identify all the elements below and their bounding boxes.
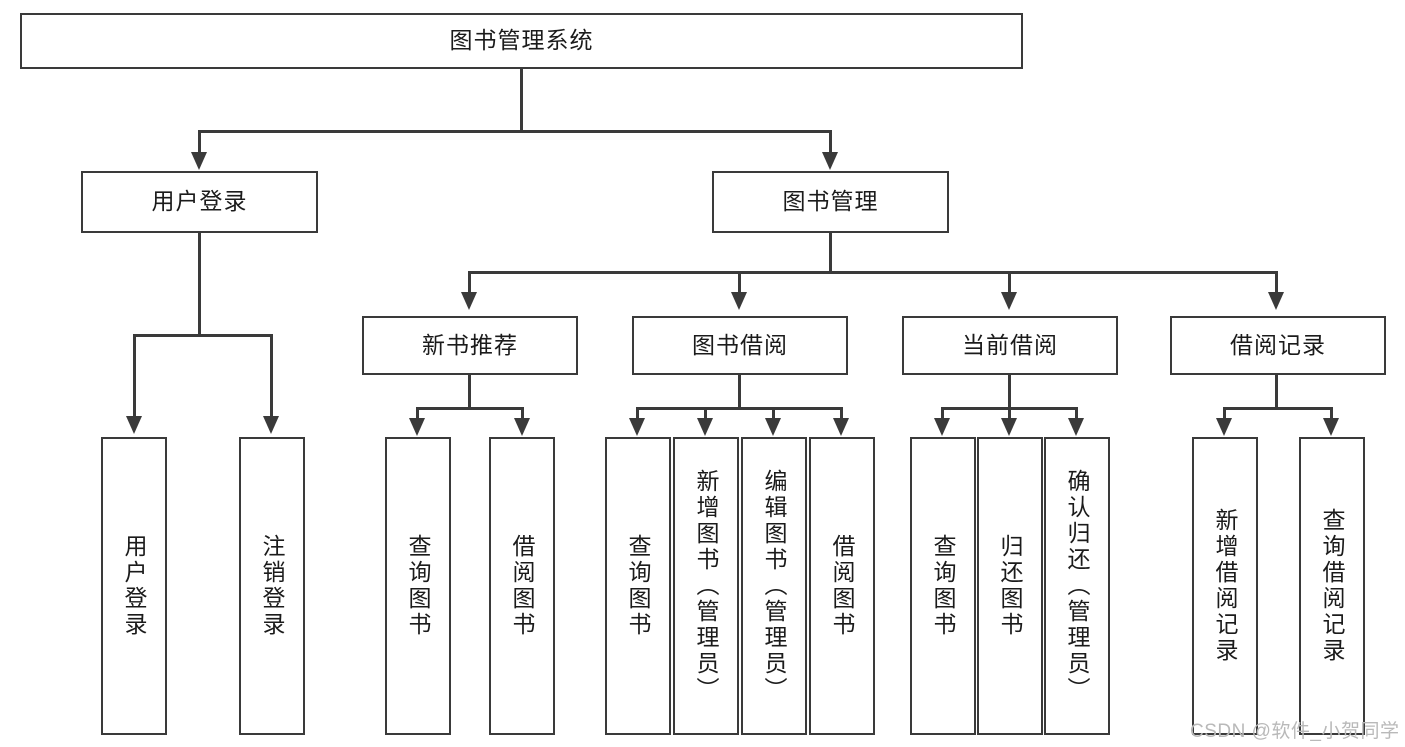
node-leaf-borrow-book-bb[interactable]: 借阅图书 — [809, 437, 875, 735]
node-leaf-query-borrow-record[interactable]: 查询借阅记录 — [1299, 437, 1365, 735]
edge-user-login-bar — [133, 334, 273, 337]
edge-cb-to-leaf-1 — [941, 407, 944, 421]
node-leaf-confirm-return-admin[interactable]: 确认归还（管理员） — [1044, 437, 1110, 735]
arrow-bb-to-leaf-3 — [765, 418, 781, 436]
edge-br-to-leaf-2 — [1330, 407, 1333, 421]
node-current-borrow[interactable]: 当前借阅 — [902, 316, 1118, 375]
arrow-cb-to-leaf-3 — [1068, 418, 1084, 436]
edge-bm-to-current-borrow — [1008, 271, 1011, 295]
arrow-bm-to-book-borrow — [731, 292, 747, 310]
node-book-management[interactable]: 图书管理 — [712, 171, 949, 233]
node-label: 用户登录 — [151, 188, 248, 215]
edge-bb-to-leaf-1 — [636, 407, 639, 421]
node-label: 当前借阅 — [962, 331, 1058, 358]
node-leaf-add-borrow-record[interactable]: 新增借阅记录 — [1192, 437, 1258, 735]
node-label: 新书推荐 — [422, 331, 518, 358]
node-leaf-logout[interactable]: 注销登录 — [239, 437, 305, 735]
edge-bb-trunk — [738, 375, 741, 409]
edge-cb-to-leaf-2 — [1008, 407, 1011, 421]
node-label: 注销登录 — [259, 534, 285, 638]
arrow-cb-to-leaf-2 — [1001, 418, 1017, 436]
edge-br-bar — [1223, 407, 1333, 410]
node-new-book-recommend[interactable]: 新书推荐 — [362, 316, 578, 375]
csdn-watermark: CSDN @软件_小贺同学 — [1190, 721, 1400, 742]
arrow-bm-to-current-borrow — [1001, 292, 1017, 310]
node-leaf-query-book-cb[interactable]: 查询图书 — [910, 437, 976, 735]
edge-bm-to-borrow-record — [1275, 271, 1278, 295]
node-leaf-query-book-bb[interactable]: 查询图书 — [605, 437, 671, 735]
edge-br-to-leaf-1 — [1223, 407, 1226, 421]
node-label: 确认归还（管理员） — [1064, 469, 1090, 703]
edge-nbr-to-leaf-2 — [521, 407, 524, 421]
arrow-bb-to-leaf-2 — [697, 418, 713, 436]
edge-book-management-trunk — [829, 233, 832, 273]
edge-user-login-trunk — [198, 233, 201, 336]
node-leaf-return-book[interactable]: 归还图书 — [977, 437, 1043, 735]
arrow-br-to-leaf-1 — [1216, 418, 1232, 436]
node-leaf-user-login[interactable]: 用户登录 — [101, 437, 167, 735]
node-label: 查询借阅记录 — [1319, 508, 1345, 664]
arrow-user-login-to-leaf-2 — [263, 416, 279, 434]
node-root-book-management-system[interactable]: 图书管理系统 — [20, 13, 1023, 69]
edge-root-trunk — [520, 69, 523, 132]
node-leaf-edit-book-admin[interactable]: 编辑图书（管理员） — [741, 437, 807, 735]
node-label: 借阅图书 — [829, 534, 855, 638]
arrow-bm-to-borrow-record — [1268, 292, 1284, 310]
edge-bm-to-new-book — [468, 271, 471, 295]
node-label: 新增图书（管理员） — [693, 469, 719, 703]
node-label: 查询图书 — [625, 534, 651, 638]
edge-nbr-bar — [416, 407, 524, 410]
edge-user-login-to-leaf-1 — [133, 334, 136, 420]
arrow-root-to-book-management — [822, 152, 838, 170]
edge-cb-trunk — [1008, 375, 1011, 409]
node-leaf-borrow-book-nbr[interactable]: 借阅图书 — [489, 437, 555, 735]
edge-bb-to-leaf-2 — [704, 407, 707, 421]
arrow-br-to-leaf-2 — [1323, 418, 1339, 436]
edge-bb-to-leaf-4 — [840, 407, 843, 421]
node-borrow-record[interactable]: 借阅记录 — [1170, 316, 1386, 375]
edge-user-login-to-leaf-2 — [270, 334, 273, 420]
edge-br-trunk — [1275, 375, 1278, 409]
node-label: 查询图书 — [930, 534, 956, 638]
node-label: 图书管理系统 — [449, 27, 594, 54]
node-label: 用户登录 — [121, 534, 147, 638]
node-label: 借阅记录 — [1230, 331, 1326, 358]
arrow-bb-to-leaf-4 — [833, 418, 849, 436]
arrow-bm-to-new-book — [461, 292, 477, 310]
edge-cb-to-leaf-3 — [1075, 407, 1078, 421]
node-label: 图书借阅 — [692, 331, 788, 358]
edge-book-management-bar — [468, 271, 1278, 274]
node-leaf-add-book-admin[interactable]: 新增图书（管理员） — [673, 437, 739, 735]
edge-nbr-to-leaf-1 — [416, 407, 419, 421]
arrow-cb-to-leaf-1 — [934, 418, 950, 436]
node-label: 借阅图书 — [509, 534, 535, 638]
node-leaf-query-book-nbr[interactable]: 查询图书 — [385, 437, 451, 735]
edge-bb-bar — [636, 407, 843, 410]
arrow-user-login-to-leaf-1 — [126, 416, 142, 434]
arrow-root-to-user-login — [191, 152, 207, 170]
arrow-nbr-to-leaf-1 — [409, 418, 425, 436]
edge-bm-to-book-borrow — [738, 271, 741, 295]
node-label: 归还图书 — [997, 534, 1023, 638]
arrow-nbr-to-leaf-2 — [514, 418, 530, 436]
edge-root-to-book-management — [829, 130, 832, 155]
node-label: 图书管理 — [782, 188, 879, 215]
node-user-login[interactable]: 用户登录 — [81, 171, 318, 233]
node-label: 编辑图书（管理员） — [761, 469, 787, 703]
edge-nbr-trunk — [468, 375, 471, 409]
node-label: 查询图书 — [405, 534, 431, 638]
node-book-borrow[interactable]: 图书借阅 — [632, 316, 848, 375]
node-label: 新增借阅记录 — [1212, 508, 1238, 664]
edge-root-to-user-login — [198, 130, 201, 155]
edge-root-bar — [198, 130, 832, 133]
arrow-bb-to-leaf-1 — [629, 418, 645, 436]
edge-bb-to-leaf-3 — [772, 407, 775, 421]
